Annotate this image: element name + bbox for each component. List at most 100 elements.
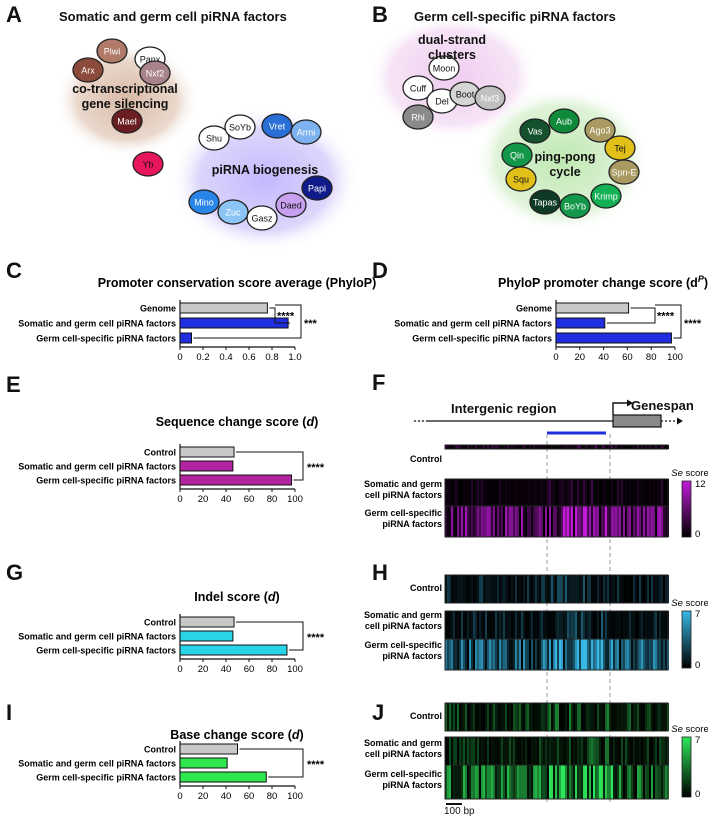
x-tick-label: 1.0: [288, 352, 301, 363]
heatmap-cell: [495, 737, 497, 765]
heatmap-cell: [641, 575, 643, 603]
heatmap-cell: [567, 611, 569, 639]
heatmap-cell: [625, 575, 627, 603]
heatmap-cell: [477, 737, 479, 765]
heatmap-cell: [647, 703, 649, 731]
heatmap-cell: [545, 703, 547, 731]
heatmap-cell: [469, 479, 471, 506]
heatmap-cell: [481, 703, 483, 731]
heatmap-cell: [589, 506, 591, 537]
heatmap-cell: [575, 703, 577, 731]
heatmap-cell: [625, 445, 627, 449]
bar-chart-c: Promoter conservation score average (Phy…: [18, 276, 376, 363]
heatmap-cell: [489, 575, 491, 603]
heatmap-cell: [525, 639, 527, 670]
heatmap-cell: [575, 765, 577, 799]
heatmap-cell: [615, 479, 617, 506]
heatmap-cell: [651, 765, 653, 799]
svg-text:Daed: Daed: [280, 201, 302, 211]
panel-letter-d: D: [372, 258, 388, 283]
heatmap-cell: [471, 765, 473, 799]
heatmap-cell: [651, 703, 653, 731]
heatmap-cell: [465, 479, 467, 506]
heatmap-cell: [585, 445, 587, 449]
heatmap-cell: [585, 506, 587, 537]
heatmap-cell: [545, 611, 547, 639]
heatmap-cell: [529, 639, 531, 670]
heatmap-cell: [475, 575, 477, 603]
heatmap-cell: [497, 575, 499, 603]
heatmap-row-label: piRNA factors: [382, 780, 442, 790]
heatmap-cell: [613, 445, 615, 449]
heatmap-cell: [629, 611, 631, 639]
heatmap-cell: [633, 737, 635, 765]
heatmap-cell: [533, 703, 535, 731]
heatmap-cell: [549, 703, 551, 731]
heatmap-cell: [571, 479, 573, 506]
heatmap-cell: [531, 737, 533, 765]
heatmap-cell: [445, 479, 447, 506]
heatmap-cell: [665, 506, 667, 537]
heatmap-cell: [619, 611, 621, 639]
heatmap-cell: [587, 611, 589, 639]
heatmap-cell: [449, 479, 451, 506]
heatmap-cell: [595, 506, 597, 537]
heatmap-cell: [465, 639, 467, 670]
heatmap-cell: [559, 506, 561, 537]
heatmap-cell: [511, 479, 513, 506]
heatmap-cell: [455, 506, 457, 537]
heatmap-cell: [653, 703, 655, 731]
color-scale-min: 0: [695, 789, 700, 800]
heatmap-cell: [633, 639, 635, 670]
heatmap-cell: [661, 611, 663, 639]
svg-text:Armi: Armi: [297, 128, 316, 138]
heatmap-cell: [617, 765, 619, 799]
color-scale-bar: [681, 610, 692, 669]
panel-a-title: Somatic and germ cell piRNA factors: [59, 9, 287, 24]
heatmap-cell: [489, 737, 491, 765]
heatmap-cell: [499, 639, 501, 670]
heatmap-cell: [579, 737, 581, 765]
heatmap-cell: [649, 445, 651, 449]
heatmap-row-label: Somatic and germ: [364, 610, 442, 620]
heatmap-cell: [541, 639, 543, 670]
heatmap-cell: [481, 639, 483, 670]
significance-stars: ****: [684, 318, 702, 330]
heatmap-cell: [495, 575, 497, 603]
svg-text:Tapas: Tapas: [533, 198, 558, 208]
heatmap-cell: [597, 737, 599, 765]
svg-text:Mael: Mael: [117, 117, 137, 127]
heatmap-cell: [493, 639, 495, 670]
heatmap-cell: [557, 737, 559, 765]
x-tick-label: 20: [575, 352, 586, 363]
heatmap-cell: [589, 611, 591, 639]
x-tick-label: 60: [622, 352, 633, 363]
heatmap-cell: [645, 703, 647, 731]
heatmap-cell: [541, 575, 543, 603]
heatmap-cell: [527, 639, 529, 670]
heatmap-cell: [591, 506, 593, 537]
tss-arrowhead: [627, 399, 633, 407]
heatmap-cell: [529, 479, 531, 506]
heatmap-cell: [603, 703, 605, 731]
heatmap-cell: [655, 506, 657, 537]
heatmap-cell: [645, 575, 647, 603]
heatmap-cell: [493, 575, 495, 603]
heatmap-cell: [513, 575, 515, 603]
heatmap-cell: [493, 611, 495, 639]
heatmap-cell: [465, 506, 467, 537]
heatmap-cell: [553, 506, 555, 537]
x-tick-label: 80: [267, 494, 278, 505]
heatmap-cell: [475, 506, 477, 537]
heatmap-cell: [607, 445, 609, 449]
heatmap-cell: [527, 703, 529, 731]
heatmap-cell: [547, 639, 549, 670]
heatmap-cell: [635, 445, 637, 449]
category-label: Control: [144, 745, 176, 755]
heatmap-cell: [487, 703, 489, 731]
heatmap-cell: [645, 611, 647, 639]
heatmap-cell: [595, 611, 597, 639]
heatmap-cell: [525, 737, 527, 765]
